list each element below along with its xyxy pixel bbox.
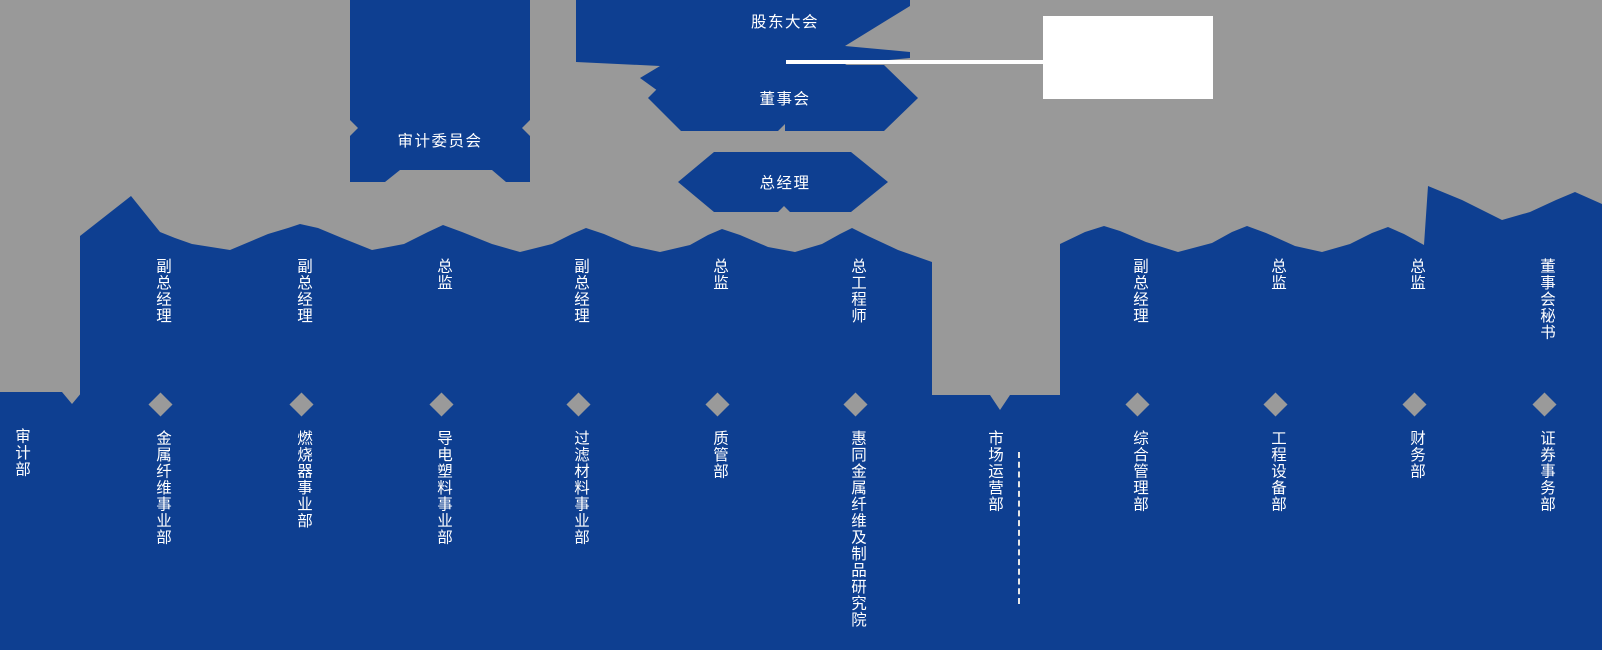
department-branch-5[interactable]: 质管部: [708, 430, 731, 480]
role-branch-7-label: 副总经理: [1131, 258, 1148, 324]
department-branch-9[interactable]: 财务部: [1405, 430, 1428, 480]
role-branch-6-label: 总工程师: [849, 258, 866, 324]
department-branch-7-label: 综合管理部: [1131, 430, 1148, 513]
department-branch-3[interactable]: 导电塑料事业部: [432, 430, 455, 546]
department-branch-1[interactable]: 金属纤维事业部: [151, 430, 174, 546]
blank-callout-box[interactable]: [1043, 16, 1213, 99]
shape-audit-committee: [350, 0, 530, 182]
department-branch-2-label: 燃烧器事业部: [295, 430, 312, 529]
node-board-of-directors-label: 董事会: [759, 91, 811, 108]
role-branch-9[interactable]: 总监: [1405, 258, 1428, 291]
department-market-operations[interactable]: 市场运营部: [983, 430, 1006, 513]
node-audit-committee-label: 审计委员会: [397, 133, 483, 150]
department-audit[interactable]: 审计部: [10, 428, 33, 478]
role-branch-1[interactable]: 副总经理: [151, 258, 174, 324]
department-branch-8[interactable]: 工程设备部: [1266, 430, 1289, 513]
shape-right-division-block: [1060, 186, 1602, 650]
department-branch-8-label: 工程设备部: [1269, 430, 1286, 513]
shape-board-of-directors: [648, 65, 918, 131]
department-branch-4-label: 过滤材料事业部: [572, 430, 589, 546]
department-market-operations-label: 市场运营部: [986, 430, 1003, 513]
department-branch-4[interactable]: 过滤材料事业部: [569, 430, 592, 546]
department-branch-2[interactable]: 燃烧器事业部: [292, 430, 315, 529]
department-branch-6[interactable]: 惠同金属纤维及制品研究院: [846, 430, 869, 628]
department-branch-10-label: 证券事务部: [1538, 430, 1555, 513]
department-branch-6-label: 惠同金属纤维及制品研究院: [849, 430, 866, 628]
market-operations-dashed-divider: [1018, 452, 1020, 604]
role-branch-3[interactable]: 总监: [432, 258, 455, 291]
shape-market-operations-column: [932, 395, 1062, 650]
department-branch-3-label: 导电塑料事业部: [435, 430, 452, 546]
shape-left-division-block: [80, 196, 932, 650]
role-branch-9-label: 总监: [1408, 258, 1425, 291]
role-branch-2[interactable]: 副总经理: [292, 258, 315, 324]
role-branch-8[interactable]: 总监: [1266, 258, 1289, 291]
node-board-of-directors[interactable]: 董事会: [700, 85, 870, 111]
role-branch-4[interactable]: 副总经理: [569, 258, 592, 324]
role-branch-10-label: 董事会秘书: [1538, 258, 1555, 341]
role-branch-4-label: 副总经理: [572, 258, 589, 324]
role-branch-5-label: 总监: [711, 258, 728, 291]
department-branch-10[interactable]: 证券事务部: [1535, 430, 1558, 513]
shape-general-manager: [678, 152, 888, 212]
node-general-manager[interactable]: 总经理: [700, 169, 870, 195]
department-branch-7[interactable]: 综合管理部: [1128, 430, 1151, 513]
department-branch-1-label: 金属纤维事业部: [154, 430, 171, 546]
role-branch-7[interactable]: 副总经理: [1128, 258, 1151, 324]
callout-connector-line: [786, 60, 1048, 64]
role-branch-10[interactable]: 董事会秘书: [1535, 258, 1558, 341]
role-branch-6[interactable]: 总工程师: [846, 258, 869, 324]
department-branch-5-label: 质管部: [711, 430, 728, 480]
role-branch-1-label: 副总经理: [154, 258, 171, 324]
role-branch-5[interactable]: 总监: [708, 258, 731, 291]
department-branch-9-label: 财务部: [1408, 430, 1425, 480]
role-branch-8-label: 总监: [1269, 258, 1286, 291]
role-branch-3-label: 总监: [435, 258, 452, 291]
node-shareholders-meeting[interactable]: 股东大会: [700, 8, 870, 34]
shape-audit-department-column: [0, 392, 110, 650]
node-shareholders-meeting-label: 股东大会: [750, 14, 819, 31]
node-audit-committee[interactable]: 审计委员会: [355, 127, 525, 153]
role-branch-2-label: 副总经理: [295, 258, 312, 324]
department-audit-label: 审计部: [13, 428, 30, 478]
node-general-manager-label: 总经理: [759, 175, 811, 192]
